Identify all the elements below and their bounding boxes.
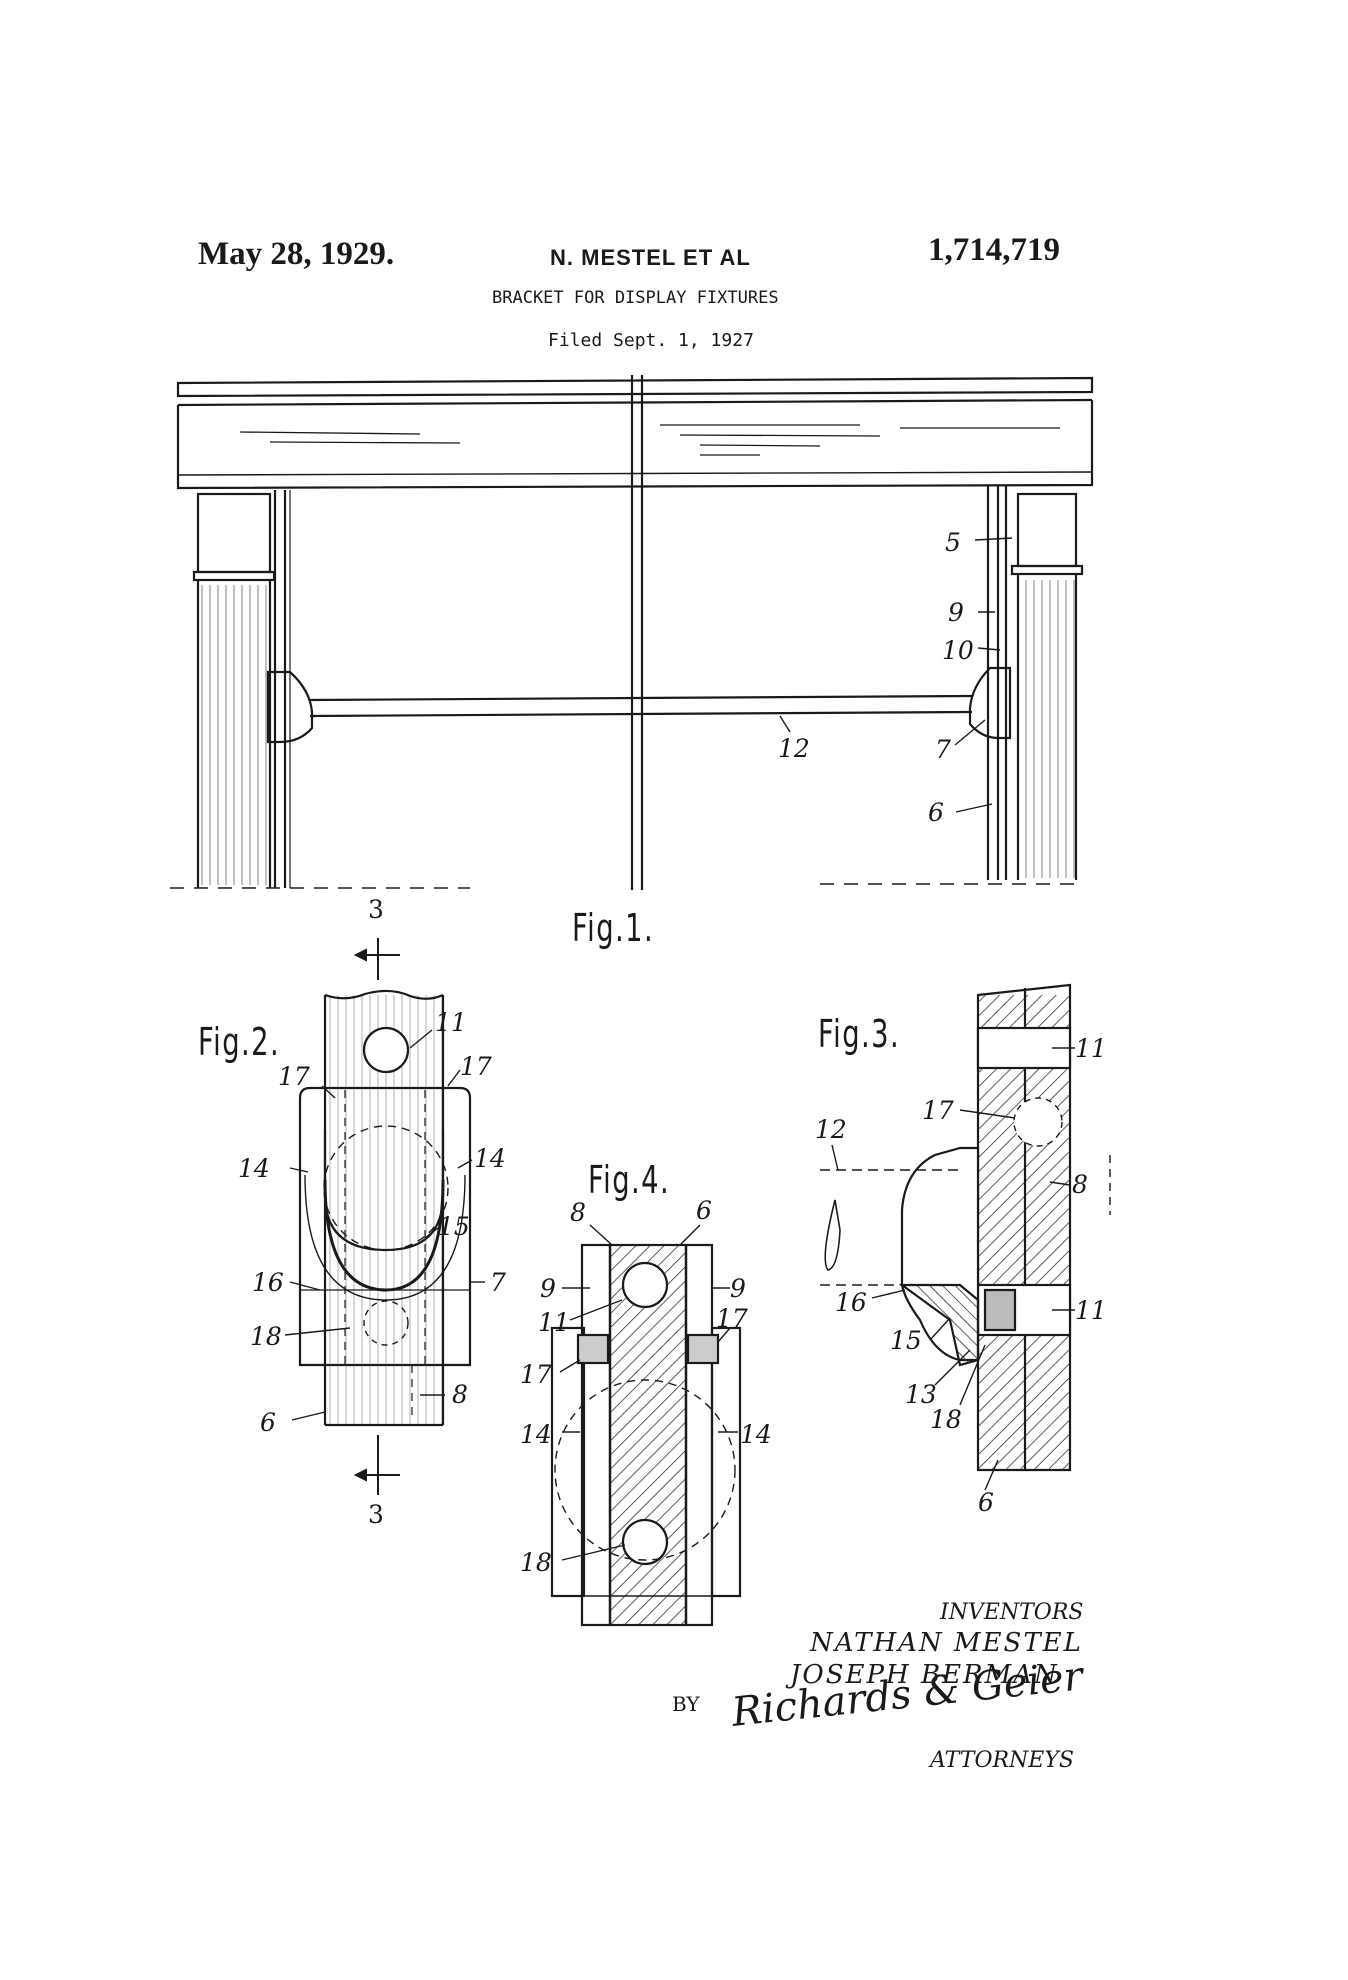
- ref-label: 6: [260, 1408, 276, 1437]
- ref-label: 17: [520, 1360, 552, 1389]
- fig2-drawing: [284, 989, 485, 1427]
- ref-label: 16: [252, 1268, 284, 1297]
- ref-label: 8: [1072, 1170, 1088, 1199]
- ref-label: 8: [570, 1198, 586, 1227]
- ref-label: 9: [540, 1274, 556, 1303]
- ref-label: 6: [928, 798, 944, 827]
- ref-label: 14: [474, 1144, 506, 1173]
- inventor-2-name: JOSEPH BERMAN: [790, 1660, 1059, 1690]
- inventor-heading: N. MESTEL ET AL: [550, 245, 751, 270]
- fig2-label: Fig.2.: [198, 1020, 281, 1064]
- ref-label: 12: [815, 1115, 847, 1144]
- ref-label: 8: [452, 1380, 468, 1409]
- ref-label: 9: [730, 1274, 746, 1303]
- ref-label: 13: [905, 1380, 937, 1409]
- inventors-label: INVENTORS: [940, 1600, 1084, 1625]
- patent-date: May 28, 1929.: [198, 236, 395, 272]
- ref-label: 16: [835, 1288, 867, 1317]
- fig1-label: Fig.1.: [572, 906, 655, 950]
- ref-label: 7: [490, 1268, 506, 1297]
- ref-label: 11: [435, 1008, 467, 1037]
- ref-label: 17: [716, 1304, 748, 1333]
- fig3-label: Fig.3.: [818, 1012, 901, 1056]
- fig4-label: Fig.4.: [588, 1158, 671, 1202]
- section-label-top: 3: [368, 895, 384, 924]
- ref-label: 14: [740, 1420, 772, 1449]
- ref-label: 6: [978, 1488, 994, 1517]
- ref-label: 18: [250, 1322, 282, 1351]
- ref-label: 18: [520, 1548, 552, 1577]
- ref-label: 12: [778, 734, 810, 763]
- ref-label: 11: [1075, 1296, 1107, 1325]
- by-label: BY: [672, 1692, 700, 1716]
- ref-label: 9: [948, 598, 964, 627]
- section-label-bottom: 3: [368, 1500, 384, 1529]
- inventor-1-name: NATHAN MESTEL: [810, 1628, 1083, 1658]
- patent-title: BRACKET FOR DISPLAY FIXTURES: [492, 288, 779, 308]
- patent-number: 1,714,719: [928, 232, 1060, 268]
- fig4-drawing: [550, 1224, 742, 1627]
- section-line-3-3: [353, 938, 400, 1495]
- ref-label: 6: [696, 1196, 712, 1225]
- fig1-drawing: [170, 375, 1094, 890]
- ref-label: 11: [1075, 1034, 1107, 1063]
- ref-label: 14: [238, 1154, 270, 1183]
- ref-label: 15: [438, 1212, 470, 1241]
- attorneys-label: ATTORNEYS: [930, 1748, 1074, 1773]
- ref-label: 17: [278, 1062, 310, 1091]
- filing-date: Filed Sept. 1, 1927: [548, 330, 754, 351]
- ref-label: 17: [922, 1096, 954, 1125]
- ref-label: 10: [942, 636, 974, 665]
- ref-label: 5: [945, 528, 961, 557]
- fig3-drawing: [820, 983, 1111, 1491]
- ref-label: 15: [890, 1326, 922, 1355]
- ref-label: 17: [460, 1052, 492, 1081]
- ref-label: 11: [538, 1308, 570, 1337]
- ref-label: 14: [520, 1420, 552, 1449]
- ref-label: 18: [930, 1405, 962, 1434]
- ref-label: 7: [935, 735, 951, 764]
